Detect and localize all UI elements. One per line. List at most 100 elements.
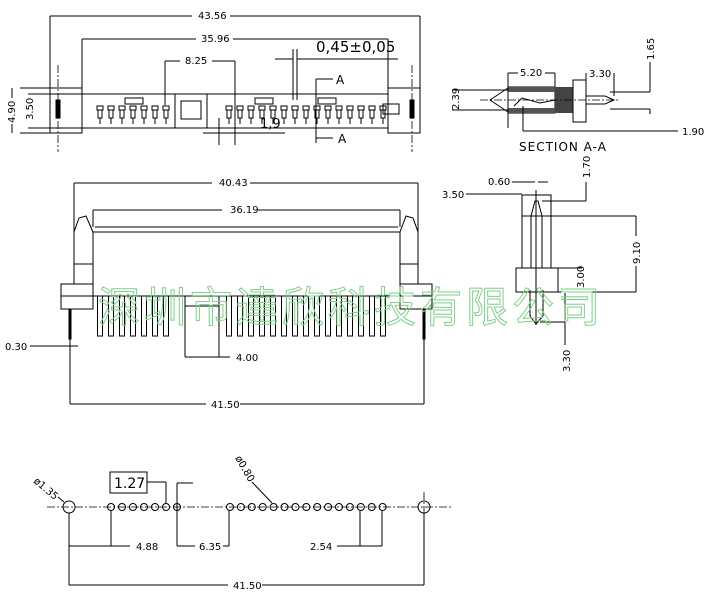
section-mark-top: A (336, 73, 345, 87)
top-pin-body (97, 109, 103, 119)
watermark: 深圳市達欣科技有限公司 (98, 283, 604, 332)
top-pin-head (107, 105, 115, 111)
top-pin-body (237, 109, 243, 119)
front-pin (108, 295, 114, 337)
pin-hole (291, 503, 300, 511)
top-pin-body (152, 109, 158, 119)
front-pin (152, 295, 158, 337)
dim-pin-thickness: 0,45±0,05 (316, 38, 395, 56)
pin-hole (269, 503, 278, 511)
front-pin (130, 295, 136, 337)
front-pin-row (97, 295, 386, 337)
dim-body-height: 2.39 (451, 88, 462, 110)
section-mark-bottom: A (338, 132, 347, 146)
pin-hole (162, 503, 170, 511)
top-pin-body (141, 109, 147, 119)
pin-hole (367, 503, 376, 511)
pin-hole (302, 503, 311, 511)
footprint-view: ø1.35 ø0.80 1.27 4.88 6.35 2.54 41.50 (31, 454, 452, 592)
top-pin-head (269, 105, 277, 111)
dim-front-outer: 40.43 (219, 178, 248, 189)
front-pin (270, 295, 276, 337)
dim-contact-offset: 1.90 (682, 127, 704, 138)
front-pin (303, 295, 309, 337)
front-pin (369, 295, 375, 337)
top-pin-body (358, 109, 364, 119)
dim-footprint-spacing: 41.50 (233, 581, 262, 592)
top-pin-head (225, 105, 233, 111)
top-pin-head (291, 105, 299, 111)
front-pin (237, 295, 243, 337)
front-pin (358, 295, 364, 337)
dim-row-pitch: 2.54 (310, 542, 332, 553)
top-pin-head (96, 105, 104, 111)
front-pin (141, 295, 147, 337)
top-pin-head (280, 105, 288, 111)
front-view: 40.43 36.19 0.30 4.00 41.50 (5, 178, 433, 411)
front-pin (97, 295, 103, 337)
dim-pin-length: 3.30 (562, 350, 573, 372)
top-pin-head (335, 105, 343, 111)
pin-hole (313, 503, 322, 511)
top-pin-body (130, 109, 136, 119)
top-pin-body (119, 109, 125, 119)
top-pin-head (302, 105, 310, 111)
top-pin-head (118, 105, 126, 111)
pin-hole (118, 503, 126, 511)
dim-pitch-box: 1.27 (114, 476, 145, 492)
dim-mount-hole: ø1.35 (31, 476, 60, 503)
dim-tail-length: 3.30 (589, 69, 611, 80)
top-pin-body (369, 109, 375, 119)
top-pin-body (163, 109, 169, 119)
top-pin-body (292, 109, 298, 119)
front-pin (325, 295, 331, 337)
pin-hole (356, 503, 365, 511)
dim-side-width: 3.50 (442, 190, 464, 201)
top-pin-head (236, 105, 244, 111)
top-pin-body (336, 109, 342, 119)
pin-hole (335, 503, 343, 511)
dim-gap: 6.35 (199, 542, 221, 553)
front-pin (248, 295, 254, 337)
dim-front-spacing: 41.50 (211, 400, 240, 411)
top-pin-head (247, 105, 255, 111)
pin-hole (226, 503, 234, 511)
front-pin (380, 295, 386, 337)
pin-hole (378, 503, 387, 511)
top-pin-body (248, 109, 254, 119)
front-pin (281, 295, 287, 337)
front-pin (336, 295, 342, 337)
front-pin (163, 295, 169, 337)
pin-hole (140, 503, 148, 511)
top-pin-head (151, 105, 159, 111)
pin-hole (345, 503, 354, 511)
pin-hole (247, 503, 256, 511)
pin-hole (129, 503, 137, 511)
front-pin (292, 295, 298, 337)
top-pin-body (108, 109, 114, 119)
front-pin (314, 295, 320, 337)
pin-hole (151, 503, 159, 511)
pin-hole-row (107, 503, 387, 511)
top-pin-body (281, 109, 287, 119)
top-pin-body (303, 109, 309, 119)
section-view: 5.20 3.30 1.65 2.39 1.90 SECTION A-A (451, 38, 704, 154)
dim-key-gap: 4.00 (236, 353, 258, 364)
dim-flange: 3.00 (576, 266, 587, 288)
dim-inner-width: 35.96 (201, 34, 230, 45)
dim-side-height: 9.10 (632, 242, 643, 264)
dim-pin-hole: ø0.80 (232, 454, 256, 484)
dim-front-inner: 36.19 (230, 205, 259, 216)
top-pin-head (368, 105, 376, 111)
dim-side-top: 1.70 (582, 156, 593, 178)
top-pin-head (313, 105, 321, 111)
front-pin (347, 295, 353, 337)
top-pin-head (129, 105, 137, 111)
dim-group-offset: 8.25 (185, 56, 207, 67)
front-pin (226, 295, 232, 337)
dim-height-outer: 4.90 (7, 101, 18, 123)
side-view: 3.50 0.60 1.70 9.10 3.00 3.30 (442, 156, 643, 372)
dim-slot: 0.60 (488, 177, 510, 188)
top-pin-head (346, 105, 354, 111)
